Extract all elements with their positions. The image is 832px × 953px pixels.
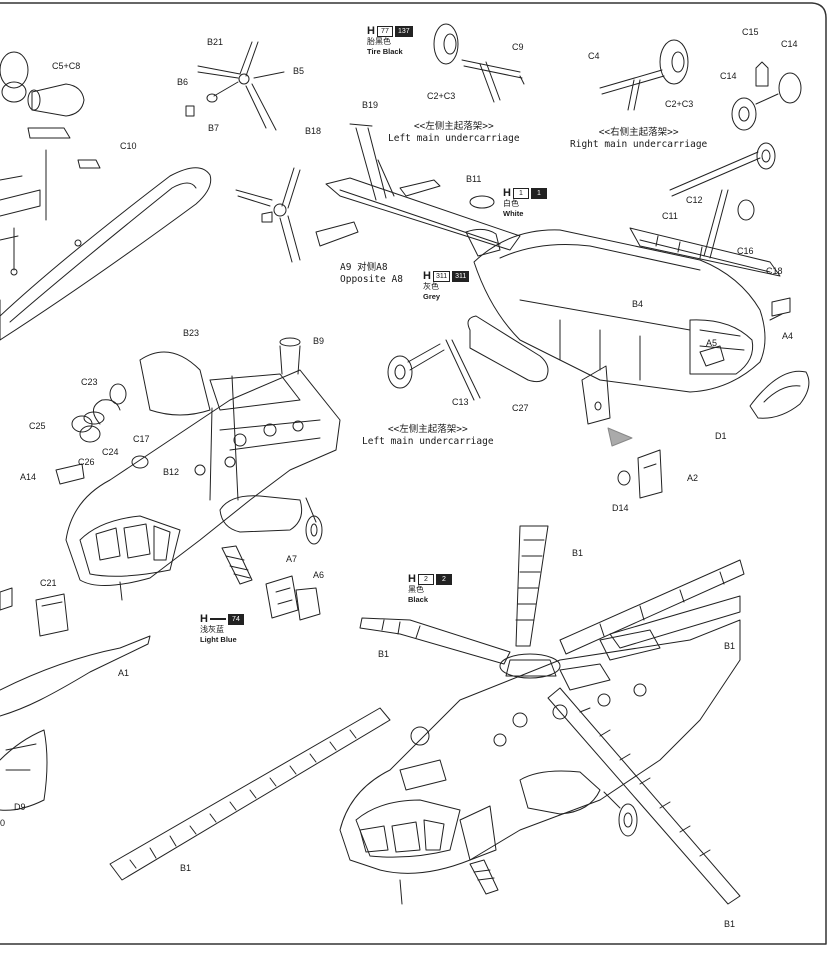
part-label: D9 (14, 802, 26, 812)
tail-boom-c10 (0, 167, 212, 341)
part-label: C17 (133, 434, 150, 444)
part-label: D1 (715, 431, 727, 441)
part-label: C5+C8 (52, 61, 81, 71)
part-label: C25 (29, 421, 46, 431)
part-label: C27 (512, 403, 529, 413)
part-label: A6 (313, 570, 325, 580)
rotor-blade-b1-long (109, 707, 391, 881)
part-label: C2+C3 (427, 91, 456, 101)
part-label: C18 (766, 266, 783, 276)
top-wheels (433, 23, 802, 131)
caption-opposite: A9 对侧A8 Opposite A8 (340, 262, 403, 285)
part-label: A4 (782, 331, 794, 341)
part-label: C13 (452, 397, 469, 407)
part-label: A5 (706, 338, 718, 348)
part-label: D14 (612, 503, 629, 513)
caption-right-main: <<右侧主起落架>> Right main undercarriage (570, 127, 708, 150)
part-label: B6 (177, 77, 189, 87)
part-label: C2+C3 (665, 99, 694, 109)
top-left-parts (0, 51, 101, 276)
part-label: B19 (362, 100, 379, 110)
part-label: B4 (632, 299, 644, 309)
middle-helicopter (55, 337, 341, 601)
part-label: C9 (512, 42, 524, 52)
rotor-blade-b1-upper (515, 525, 549, 647)
part-label: A14 (20, 472, 37, 482)
part-label: C26 (78, 457, 95, 467)
part-label: A7 (286, 554, 298, 564)
part-label: B12 (163, 467, 180, 477)
part-label: B1 (378, 649, 390, 659)
part-label: C21 (40, 578, 57, 588)
caption-left-main-top: <<左侧主起落架>> Left main undercarriage (388, 121, 520, 144)
rotor-blade-b1-left (359, 617, 511, 665)
bottom-helicopter (109, 525, 745, 905)
part-label: C24 (102, 447, 119, 457)
part-label: B1 (572, 548, 584, 558)
panels-a7-a6 (265, 575, 321, 621)
caption-left-main-bottom: <<左侧主起落架>> Left main undercarriage (362, 424, 494, 447)
part-label: C23 (81, 377, 98, 387)
part-label: B1 (724, 919, 736, 929)
part-label: C12 (686, 195, 703, 205)
part-label: B1 (724, 641, 736, 651)
part-label: B7 (208, 123, 220, 133)
part-label: C11 (662, 211, 678, 221)
part-label: B21 (207, 37, 224, 47)
part-label: C16 (737, 246, 754, 256)
part-label: C4 (588, 51, 600, 61)
tail-rotor-b18 (235, 167, 301, 263)
part-label: B11 (466, 174, 482, 184)
lower-left-helicopter (0, 587, 151, 811)
part-label: B18 (305, 126, 322, 136)
rotor-blade-b1-front (547, 687, 741, 905)
part-label: C14 (781, 39, 798, 49)
top-fuselage (315, 123, 810, 499)
part-label: A2 (687, 473, 699, 483)
part-label: A1 (118, 668, 130, 678)
part-label: B9 (313, 336, 325, 346)
part-label: B1 (180, 863, 192, 873)
part-label: C15 (742, 27, 759, 37)
rotor-blade-b1-right (559, 559, 745, 655)
part-label: C10 (120, 141, 137, 151)
part-label: B23 (183, 328, 200, 338)
part-label: 0 (0, 818, 6, 828)
part-label: B5 (293, 66, 305, 76)
part-label: C14 (720, 71, 737, 81)
tail-rotor-b21 (185, 41, 285, 131)
